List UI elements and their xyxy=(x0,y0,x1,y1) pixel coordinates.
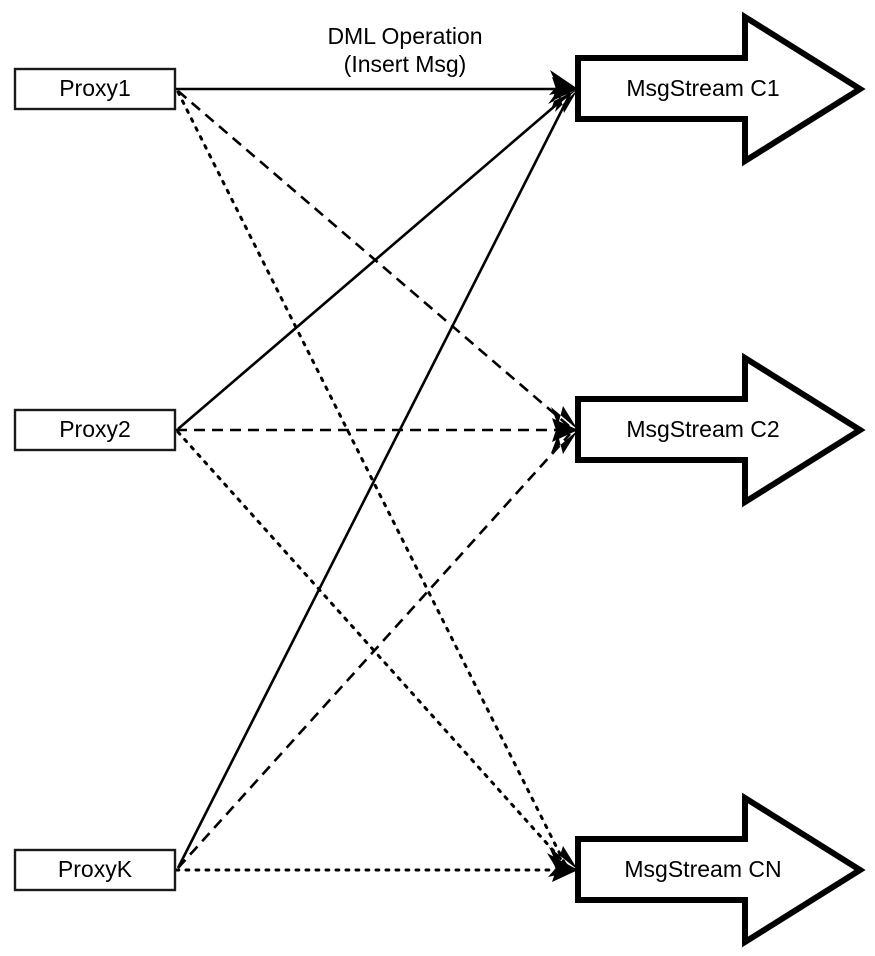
msgstream-c1-label: MsgStream C1 xyxy=(626,75,779,101)
annotation-line-2: (Insert Msg) xyxy=(344,51,467,77)
node-proxy2[interactable]: Proxy2 xyxy=(13,408,177,452)
arrowhead-icon xyxy=(549,70,578,95)
edge-group-proxyk xyxy=(174,93,574,872)
arrowhead-icon xyxy=(551,406,578,430)
proxy2-box[interactable] xyxy=(13,408,177,452)
edge-proxyk-to-c2 xyxy=(177,433,571,869)
arrowhead-cluster-c1 xyxy=(548,70,578,113)
edge-proxyk-to-c1 xyxy=(176,93,572,869)
arrowhead-cluster-cn xyxy=(547,846,578,882)
msgstream-c2-label: MsgStream C2 xyxy=(626,416,779,442)
edge-proxy2-to-cn xyxy=(176,430,570,869)
arrowhead-icon xyxy=(555,89,578,113)
msgstream-c1-arrow-shape[interactable] xyxy=(575,11,866,167)
arrowhead-cluster-c2 xyxy=(551,406,578,454)
arrowhead-icon xyxy=(549,846,578,870)
proxy1-label: Proxy1 xyxy=(59,75,131,101)
arrowhead-icon xyxy=(548,89,578,110)
edge-group-proxy1 xyxy=(176,87,572,868)
msgstream-c2-arrow-shape[interactable] xyxy=(575,352,866,508)
proxy2-label: Proxy2 xyxy=(59,416,131,442)
msgstream-cn-arrow-shape[interactable] xyxy=(575,792,866,948)
dml-operation-annotation: DML Operation (Insert Msg) xyxy=(327,23,482,77)
edge-proxy2-to-c1 xyxy=(177,92,571,430)
proxyk-label: ProxyK xyxy=(58,856,133,882)
node-msgstream-c1[interactable]: MsgStream C1 xyxy=(575,11,866,167)
node-proxy1[interactable]: Proxy1 xyxy=(13,67,177,111)
edge-proxy1-to-cn xyxy=(176,90,568,868)
arrowhead-icon xyxy=(547,853,578,877)
node-msgstream-cn[interactable]: MsgStream CN xyxy=(575,792,866,948)
node-msgstream-c2[interactable]: MsgStream C2 xyxy=(575,352,866,508)
annotation-line-1: DML Operation xyxy=(327,23,482,49)
arrowhead-icon xyxy=(551,430,578,454)
arrowhead-icon xyxy=(552,418,578,442)
node-proxyk[interactable]: ProxyK xyxy=(13,848,177,892)
edge-group-proxy2 xyxy=(176,92,572,869)
proxyk-box[interactable] xyxy=(13,848,177,892)
edge-proxy1-to-c2 xyxy=(177,90,571,428)
proxy1-box[interactable] xyxy=(13,67,177,111)
msgstream-cn-label: MsgStream CN xyxy=(624,856,781,882)
